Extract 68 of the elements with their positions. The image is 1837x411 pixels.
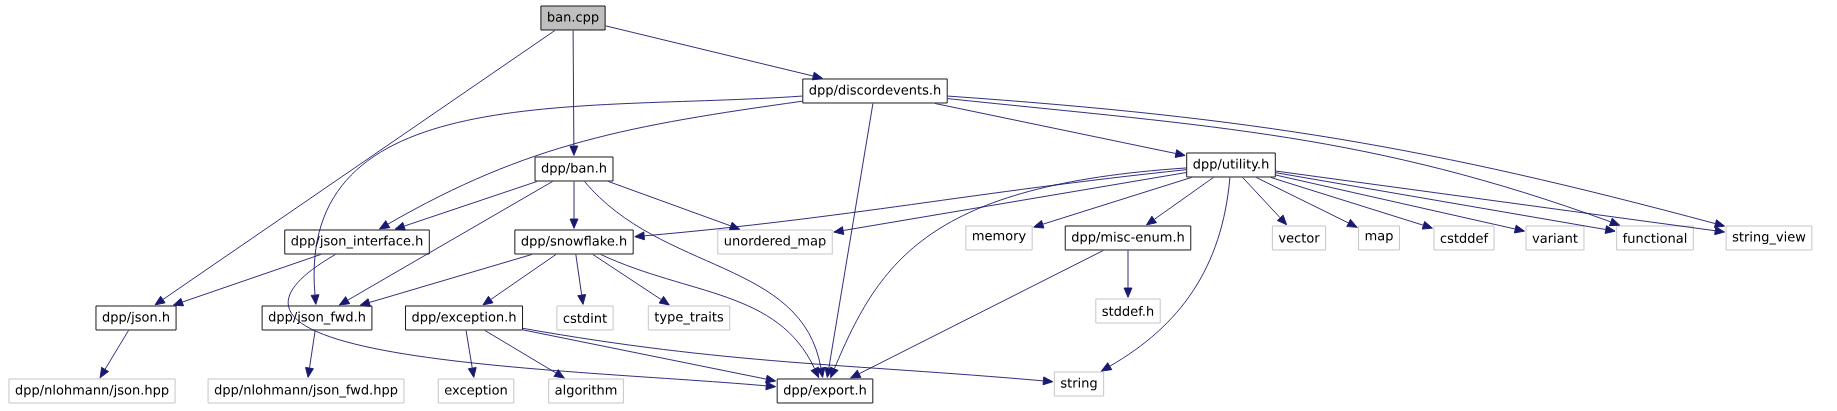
arrow <box>833 172 1187 235</box>
arrow <box>584 181 826 378</box>
file-box: dpp/json_fwd.h <box>261 305 373 331</box>
arrow <box>1270 177 1433 230</box>
arrow <box>600 254 820 378</box>
arrow <box>569 30 579 156</box>
file-box: map <box>1358 225 1400 251</box>
arrow <box>850 250 1104 379</box>
arrow <box>1275 172 1616 234</box>
arrow <box>824 103 874 378</box>
file-box: dpp/json_interface.h <box>284 229 430 255</box>
arrow <box>305 330 316 378</box>
file-box: dpp/json.h <box>95 305 177 331</box>
file-box: string_view <box>1725 225 1813 251</box>
arrow <box>379 100 803 230</box>
arrow <box>310 95 803 305</box>
arrow <box>359 254 533 307</box>
file-box: functional <box>1616 225 1694 251</box>
arrow <box>154 30 556 306</box>
file-box: dpp/export.h <box>776 378 874 404</box>
file-box: dpp/exception.h <box>405 305 523 331</box>
file-box: dpp/misc-enum.h <box>1064 225 1192 251</box>
file-box: unordered_map <box>717 229 833 255</box>
file-box: string <box>1053 371 1105 397</box>
arrow <box>1101 177 1231 372</box>
arrow <box>607 181 741 231</box>
arrow <box>1123 250 1133 298</box>
file-box: algorithm <box>548 378 624 404</box>
file-box: type_traits <box>647 305 731 331</box>
arrow <box>569 181 579 229</box>
arrow <box>1146 177 1214 226</box>
arrow <box>1255 177 1358 228</box>
arrow <box>1033 177 1192 229</box>
file-box: stddef.h <box>1095 298 1161 324</box>
file-box: dpp/discordevents.h <box>802 78 948 104</box>
file-box: dpp/ban.h <box>534 156 614 182</box>
file-box: exception <box>437 378 515 404</box>
file-box: dpp/snowflake.h <box>514 229 634 255</box>
arrow <box>934 103 1186 158</box>
arrow <box>522 327 1054 386</box>
arrow <box>172 254 322 307</box>
arrow <box>522 329 777 384</box>
file-box: ban.cpp <box>540 5 606 31</box>
arrow <box>1242 177 1288 226</box>
arrow <box>1275 174 1525 234</box>
arrow <box>947 98 1621 227</box>
arrow <box>1275 170 1725 236</box>
arrow <box>339 181 554 306</box>
file-box: dpp/utility.h <box>1186 152 1276 178</box>
file-box: variant <box>1525 225 1585 251</box>
file-box: cstddef <box>1433 225 1495 251</box>
arrow <box>830 167 1187 378</box>
arrow <box>947 95 1725 228</box>
file-box: dpp/nlohmann/json.hpp <box>8 378 176 404</box>
arrow <box>394 181 538 231</box>
arrow <box>605 25 823 81</box>
file-box: cstdint <box>556 305 614 331</box>
arrow <box>465 330 477 378</box>
arrow <box>575 254 587 305</box>
arrow <box>482 254 557 306</box>
arrow <box>592 254 670 306</box>
file-box: memory <box>965 225 1033 251</box>
arrow <box>634 169 1187 241</box>
arrow <box>99 330 129 378</box>
file-box: vector <box>1271 225 1327 251</box>
arrow <box>287 254 777 391</box>
arrow <box>484 330 565 379</box>
file-box: dpp/nlohmann/json_fwd.hpp <box>207 378 405 404</box>
